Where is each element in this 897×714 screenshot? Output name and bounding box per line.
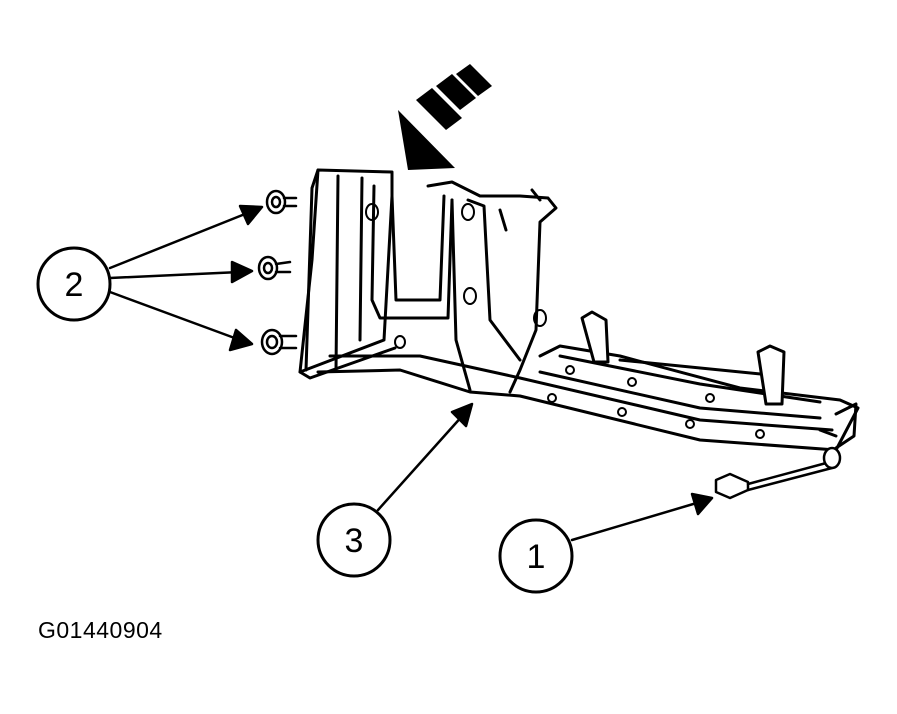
screw-fastener — [714, 446, 842, 500]
push-pin-fastener — [257, 255, 292, 281]
push-pin-fastener — [260, 328, 298, 356]
view-direction-arrow — [398, 64, 492, 170]
trim-panel — [298, 168, 860, 452]
callout-label-3: 3 — [345, 522, 364, 560]
push-pin-fasteners — [257, 189, 298, 356]
figure-code: G01440904 — [38, 617, 163, 643]
callout-2-leaders — [108, 204, 264, 352]
panel-clip-holes — [365, 203, 765, 439]
callout-label-1: 1 — [527, 538, 546, 576]
callout-circle-1 — [498, 518, 574, 594]
callout-circle-3 — [316, 502, 392, 578]
callout-circle-2 — [36, 246, 112, 322]
callout-1-leader — [570, 492, 714, 542]
push-pin-fastener — [265, 189, 298, 215]
callout-label-2: 2 — [65, 266, 84, 304]
callout-3-leader — [376, 402, 474, 512]
